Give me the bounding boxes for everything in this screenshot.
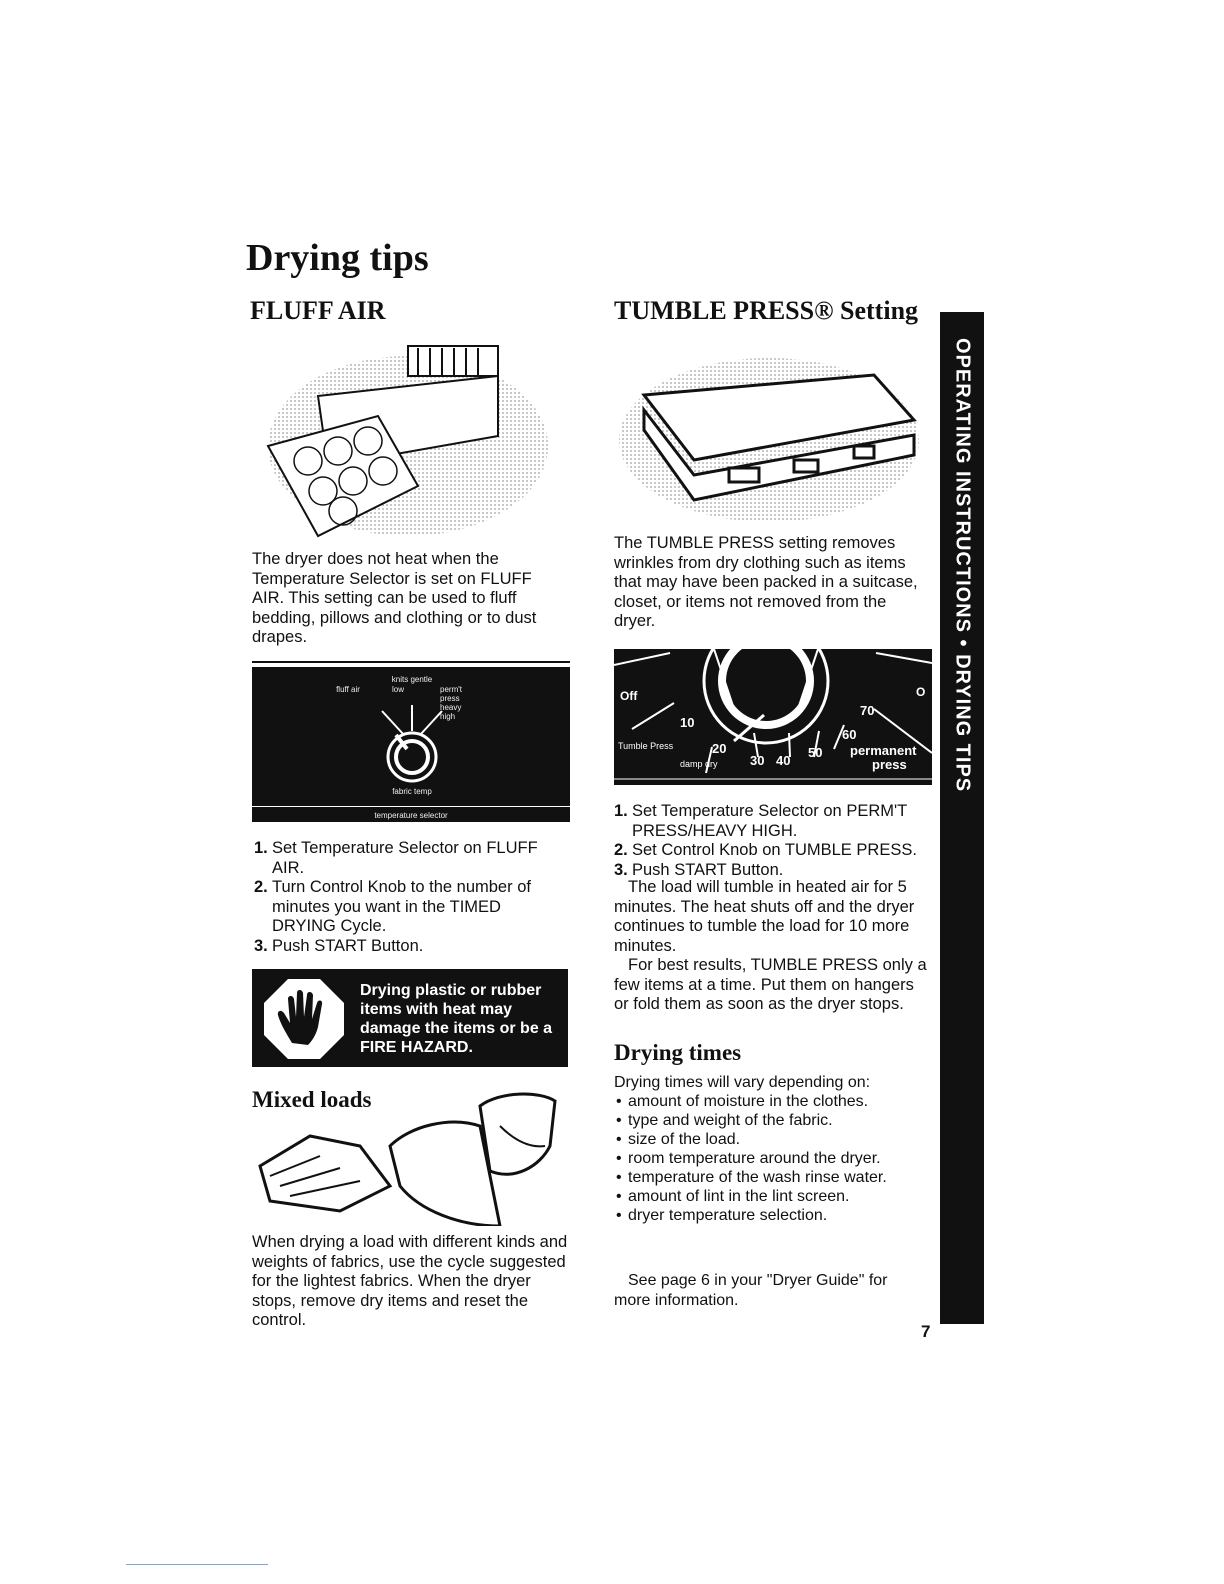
temperature-selector-panel: knits gentle low fluff air perm't press …: [252, 667, 570, 822]
mixed-loads-description: When drying a load with different kinds …: [252, 1233, 568, 1329]
suitcase-illustration: [619, 358, 919, 522]
mixed-loads-heading: Mixed loads: [252, 1087, 372, 1112]
list-item: 1.Set Temperature Selector on PERM'T PRE…: [614, 802, 907, 840]
section-tab-label: OPERATING INSTRUCTIONS • DRYING TIPS: [951, 338, 974, 793]
thirty-label: 30: [750, 753, 765, 768]
list-item: dryer temperature selection.: [616, 1206, 916, 1225]
drying-times-footer: See page 6 in your "Dryer Guide" for mor…: [614, 1272, 888, 1309]
tumble-press-heading: TUMBLE PRESS® Setting: [614, 296, 919, 325]
fluff-air-steps: 1.Set Temperature Selector on FLUFF AIR.…: [254, 839, 554, 956]
drying-times-heading: Drying times: [614, 1040, 742, 1065]
off-label: Off: [620, 689, 638, 703]
tumble-press-best-results: For best results, TUMBLE PRESS only a fe…: [614, 956, 927, 1013]
o-label: O: [916, 685, 926, 699]
list-item: 2.Set Control Knob on TUMBLE PRESS.: [614, 841, 917, 859]
list-item: amount of lint in the lint screen.: [616, 1187, 916, 1206]
permanent-label: permanent: [850, 743, 917, 758]
page-title: Drying tips: [246, 237, 429, 279]
fluff-air-description: The dryer does not heat when the Tempera…: [252, 550, 537, 646]
forty-label: 40: [776, 753, 791, 768]
fluff-air-label: fluff air: [336, 685, 360, 694]
fire-hazard-warning: Drying plastic or rubber items with heat…: [252, 969, 568, 1067]
tumble-press-detail: The load will tumble in heated air for 5…: [614, 878, 915, 955]
seventy-label: 70: [860, 703, 875, 718]
warning-text: Drying plastic or rubber items with heat…: [360, 982, 553, 1056]
tumble-press-description: The TUMBLE PRESS setting removes wrinkle…: [614, 534, 918, 630]
section-tab: OPERATING INSTRUCTIONS • DRYING TIPS: [940, 312, 984, 1324]
stop-hand-icon: [264, 979, 344, 1059]
fabric-temp-label: fabric temp: [392, 787, 432, 796]
list-item: 2.Turn Control Knob to the number of min…: [254, 878, 531, 935]
tumble-press-steps: 1.Set Temperature Selector on PERM'T PRE…: [614, 802, 932, 880]
list-item: 3.Push START Button.: [614, 860, 784, 879]
list-item: room temperature around the dryer.: [616, 1149, 916, 1168]
bottom-rule: [126, 1564, 268, 1565]
perm-press-label: perm't press heavy high: [440, 685, 462, 721]
temperature-selector-label: temperature selector: [374, 811, 448, 820]
drying-times-list: amount of moisture in the clothes. type …: [616, 1092, 916, 1225]
twenty-label: 20: [712, 741, 727, 756]
ten-label: 10: [680, 715, 695, 730]
fifty-label: 50: [808, 745, 823, 760]
press-label: press: [872, 757, 907, 772]
control-knob-panel: Off O 10 20 30 40 50 60 70 Tumble Press …: [614, 649, 932, 785]
sixty-label: 60: [842, 727, 857, 742]
list-item: temperature of the wash rinse water.: [616, 1168, 916, 1187]
tumble-press-label: Tumble Press: [618, 741, 674, 751]
list-item: 1.Set Temperature Selector on FLUFF AIR.: [254, 839, 538, 877]
damp-dry-label: damp dry: [680, 759, 718, 769]
list-item: amount of moisture in the clothes.: [616, 1092, 916, 1111]
control-knob-icon[interactable]: [614, 649, 932, 785]
bedding-illustration: [266, 345, 548, 538]
list-item: size of the load.: [616, 1130, 916, 1149]
knits-gentle-label: knits gentle: [391, 675, 433, 684]
mixed-loads-illustration: [258, 1092, 557, 1226]
low-label: low: [391, 685, 404, 694]
drying-times-intro: Drying times will vary depending on:: [614, 1074, 871, 1091]
fluff-air-heading: FLUFF AIR: [250, 296, 386, 325]
list-item: type and weight of the fabric.: [616, 1111, 916, 1130]
panel-rule: [252, 661, 570, 663]
list-item: 3.Push START Button.: [254, 936, 424, 955]
temperature-dial-icon[interactable]: [352, 695, 472, 795]
page-number: 7: [921, 1322, 931, 1341]
